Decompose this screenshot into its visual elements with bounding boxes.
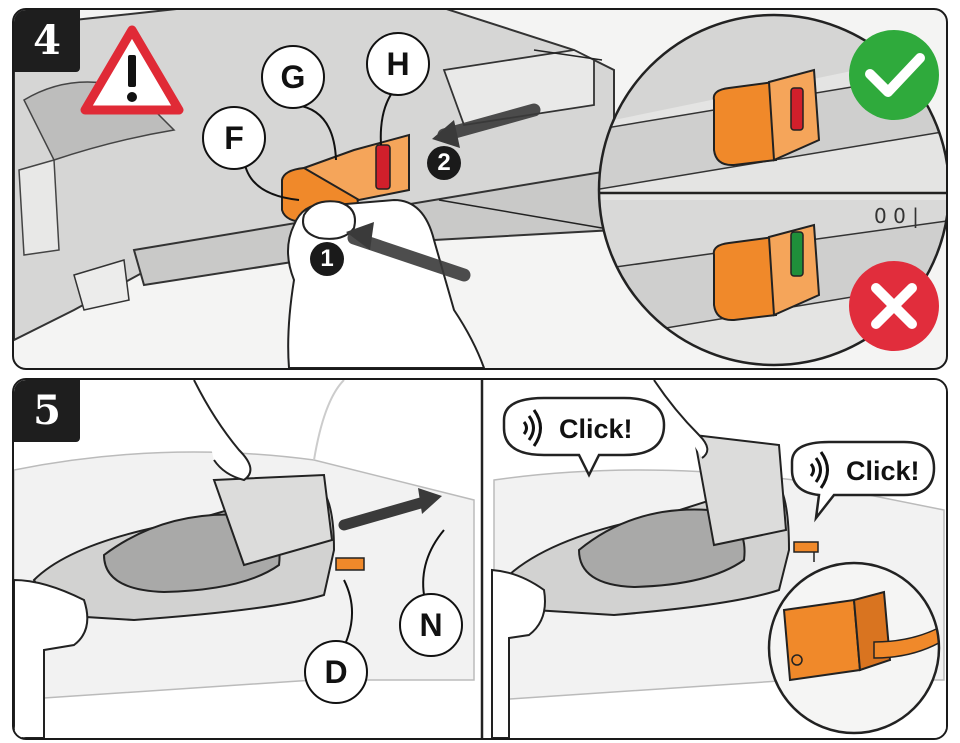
step-number-badge: 5 xyxy=(14,380,80,442)
step-number-badge: 4 xyxy=(14,10,80,72)
check-icon xyxy=(849,30,939,120)
svg-text:0 0 |: 0 0 | xyxy=(874,204,919,228)
arrow-icon xyxy=(338,488,442,531)
step-4-panel: 0 0 | 4 F G H 1 2 xyxy=(12,8,948,370)
action-number-1: 1 xyxy=(310,242,344,276)
action-number-2: 2 xyxy=(427,146,461,180)
sound-waves-icon xyxy=(809,451,829,489)
click-label-left: Click! xyxy=(559,414,633,444)
click-label-right: Click! xyxy=(846,456,920,486)
step-4-illustration: 0 0 | xyxy=(14,10,946,368)
arrow-icon xyxy=(346,222,471,282)
sound-waves-icon xyxy=(522,409,542,447)
cross-icon xyxy=(849,261,939,351)
callout-n: N xyxy=(399,593,463,657)
warning-triangle-icon xyxy=(80,25,184,115)
step-5-illustration xyxy=(14,380,946,738)
callout-f: F xyxy=(202,106,266,170)
callout-g: G xyxy=(261,45,325,109)
callout-d: D xyxy=(304,640,368,704)
callout-h: H xyxy=(366,32,430,96)
arrow-icon xyxy=(432,103,541,148)
step-5-panel: 5 D N Click! Click! xyxy=(12,378,948,740)
